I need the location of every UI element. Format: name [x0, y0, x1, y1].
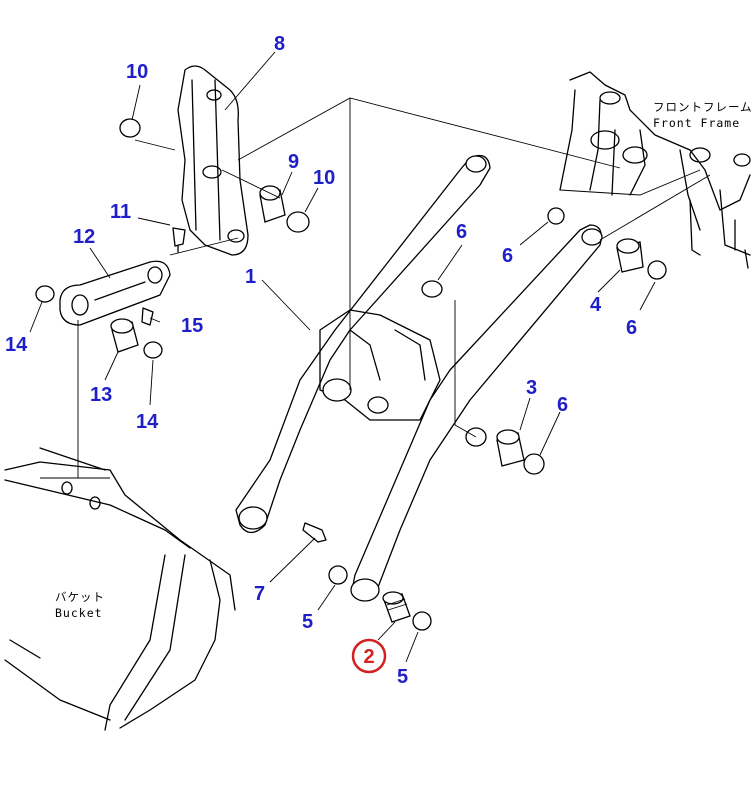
- seal-5-a: [328, 565, 348, 585]
- seal-6-c: [523, 453, 545, 475]
- leader-lines: [29, 51, 711, 663]
- bell-crank: [177, 65, 249, 256]
- callout-14[interactable]: 14: [5, 334, 28, 356]
- callout-6[interactable]: 6: [456, 221, 467, 243]
- callout-11[interactable]: 11: [110, 201, 131, 223]
- callout-14[interactable]: 14: [136, 411, 159, 433]
- bushing-2: [382, 591, 411, 623]
- grease-fitting-7: [302, 522, 327, 543]
- callout-13[interactable]: 13: [90, 384, 112, 406]
- callout-1[interactable]: 1: [245, 266, 256, 288]
- grease-fitting-15: [141, 307, 154, 326]
- callout-10[interactable]: 10: [126, 61, 148, 83]
- seal-10-left: [119, 118, 141, 138]
- callout-9[interactable]: 9: [288, 151, 299, 173]
- seal-5-b: [412, 611, 432, 631]
- front-frame: [559, 71, 751, 269]
- grease-fitting-11: [172, 227, 186, 253]
- bucket: [4, 447, 236, 731]
- callout-7[interactable]: 7: [254, 583, 265, 605]
- seal-6-d: [647, 260, 667, 280]
- bucket-label-en: Bucket: [55, 606, 103, 620]
- bushing-4: [616, 238, 644, 273]
- callout-2[interactable]: 2: [363, 646, 374, 668]
- callout-8[interactable]: 8: [274, 33, 285, 55]
- bushing-13: [110, 318, 139, 353]
- callout-6[interactable]: 6: [626, 317, 637, 339]
- seal-14-right: [143, 341, 163, 359]
- callout-5[interactable]: 5: [397, 666, 408, 688]
- link: [59, 260, 171, 326]
- callout-6[interactable]: 6: [502, 245, 513, 267]
- front-frame-label-en: Front Frame: [653, 116, 740, 130]
- highlight-circle: [351, 638, 387, 674]
- callout-6[interactable]: 6: [557, 394, 568, 416]
- callout-5[interactable]: 5: [302, 611, 313, 633]
- highlighted-part-2[interactable]: 2: [351, 638, 387, 674]
- lift-arm: [235, 154, 603, 602]
- bushing-9: [259, 185, 286, 223]
- front-frame-label-jp: フロントフレーム: [653, 100, 753, 114]
- callout-15[interactable]: 15: [181, 315, 203, 337]
- bushing-3: [496, 429, 525, 467]
- seal-6-a: [547, 207, 565, 225]
- seal-10-right: [286, 211, 310, 233]
- callout-4[interactable]: 4: [590, 294, 602, 316]
- callout-10[interactable]: 10: [313, 167, 335, 189]
- bucket-label-jp: バケット: [55, 590, 105, 604]
- seal-6-b: [421, 280, 443, 298]
- seal-14-left: [35, 285, 55, 303]
- callout-12[interactable]: 12: [73, 226, 95, 248]
- callout-3[interactable]: 3: [526, 377, 537, 399]
